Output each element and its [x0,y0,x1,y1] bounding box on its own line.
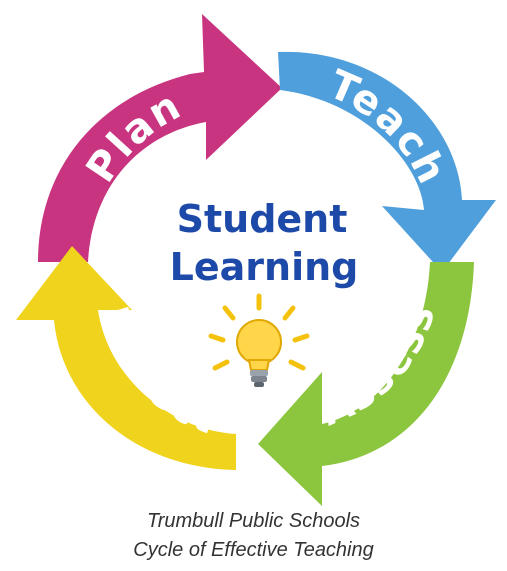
teach-arrow [278,51,496,272]
center-title-line2: Learning [170,245,359,289]
caption-line2: Cycle of Effective Teaching [133,539,374,561]
caption-line1: Trumbull Public Schools [146,510,361,532]
assess-arrow [258,262,474,506]
reflect-arrow [16,246,236,470]
plan-arrow [38,14,282,262]
light-bulb-icon [208,293,310,387]
center-title-line1: Student [177,197,348,241]
